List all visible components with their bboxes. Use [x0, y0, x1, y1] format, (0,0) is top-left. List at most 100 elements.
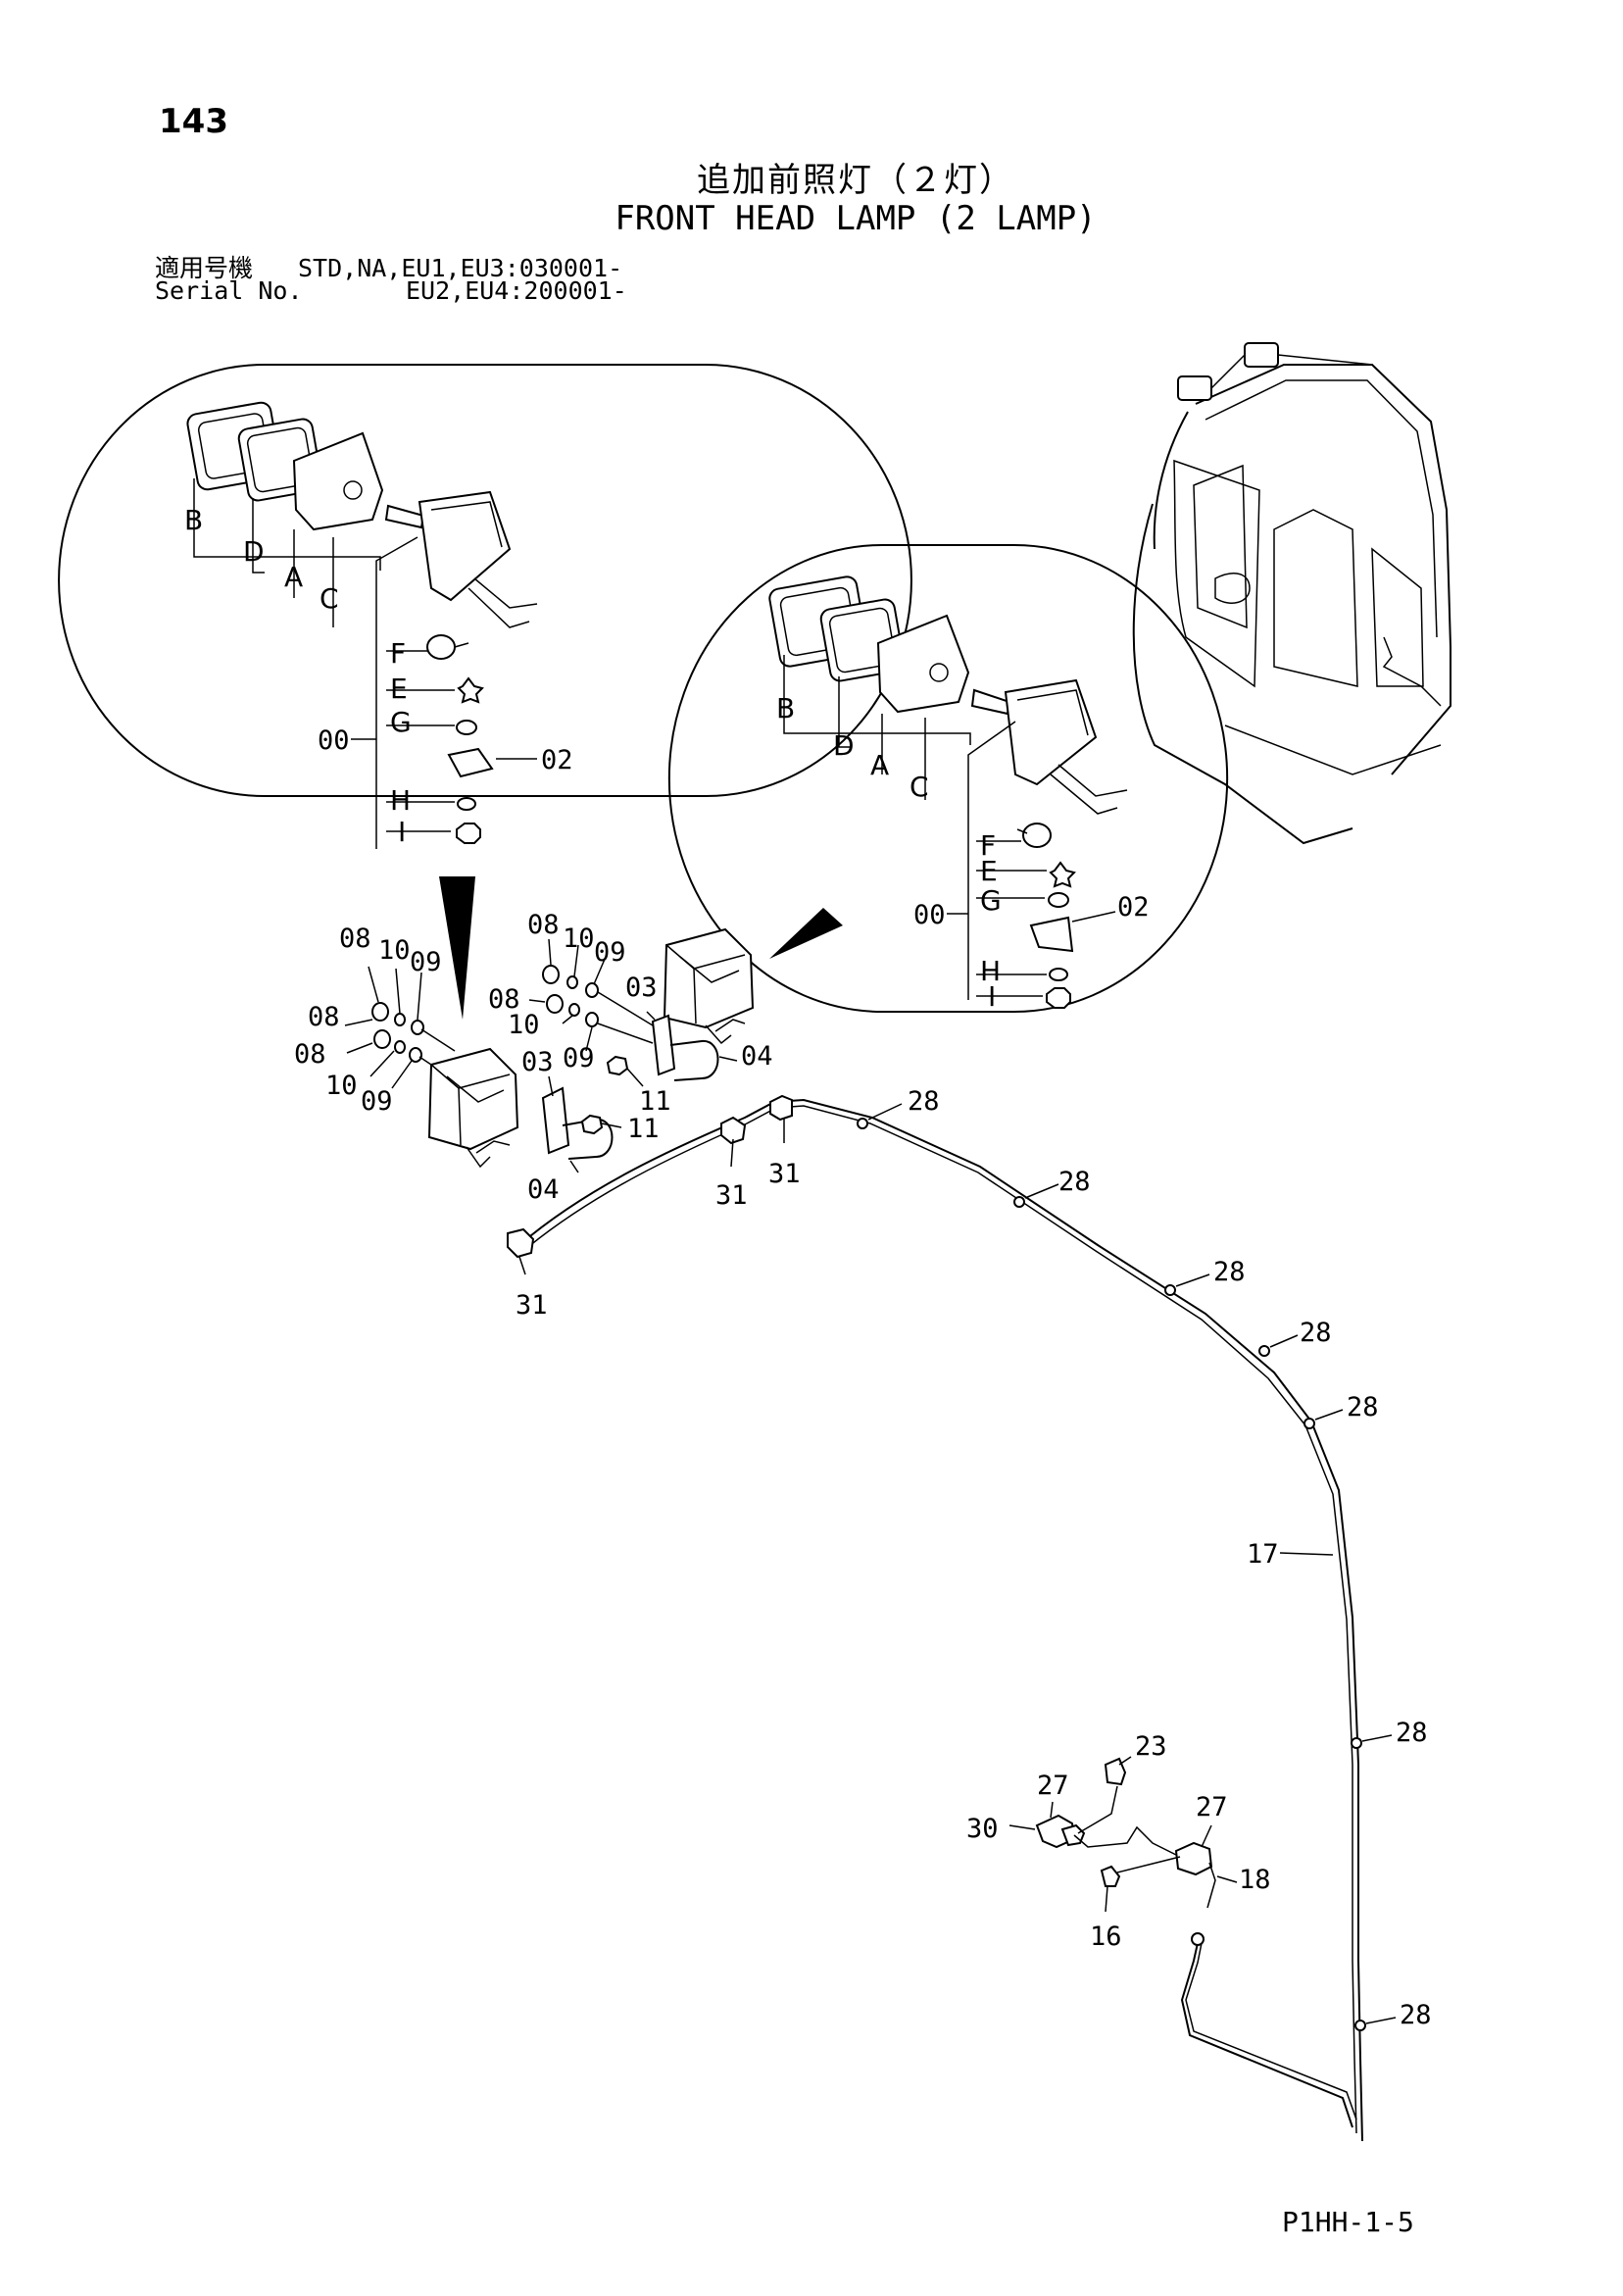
left-washer-10b — [394, 1040, 406, 1054]
right-washer-g — [1048, 892, 1069, 908]
left-callout-03: 03 — [521, 1047, 554, 1077]
right-detail-bubble: B D A C F E G 00 02 H I — [667, 544, 1229, 1013]
callout-30: 30 — [966, 1814, 999, 1844]
right-callout-04: 04 — [741, 1041, 773, 1072]
lead-terminal — [1191, 1932, 1205, 1946]
right-bracket-02 — [1029, 916, 1074, 953]
right-nut-i — [1046, 987, 1071, 1009]
left-bubble-pointer — [439, 876, 475, 1020]
right-nut-08b — [546, 994, 564, 1014]
left-callout-00: 00 — [318, 725, 350, 756]
left-detail-bubble: B D A C F E G 00 02 H I — [58, 364, 912, 1020]
right-washer-09b — [585, 1012, 599, 1027]
callout-18: 18 — [1239, 1865, 1271, 1895]
left-washer-10a — [394, 1013, 406, 1026]
part-30 — [1060, 1823, 1086, 1847]
serial-label-jp: 適用号機 — [155, 254, 254, 282]
left-nut-08a — [371, 1002, 389, 1022]
page-number: 143 — [159, 102, 228, 141]
title-japanese: 追加前照灯（２灯） — [697, 161, 1014, 200]
clamp-28-b — [1013, 1196, 1025, 1208]
right-callout-08a: 08 — [527, 910, 560, 940]
left-callout-I: I — [398, 816, 406, 848]
left-bulb-c — [384, 504, 425, 529]
left-washer-09a — [411, 1020, 424, 1035]
part-23 — [1104, 1757, 1127, 1786]
callout-31-b: 31 — [715, 1180, 748, 1211]
callout-17: 17 — [1247, 1539, 1279, 1570]
clamp-28-a — [857, 1118, 868, 1129]
right-lens-a — [876, 614, 970, 714]
cab-lamp-right — [1244, 342, 1279, 368]
left-nut-i — [456, 823, 481, 844]
page-code: P1HH-1-5 — [1282, 2206, 1414, 2238]
serial-label-en: Serial No. — [155, 276, 303, 305]
left-lockwasher-h — [457, 797, 476, 811]
wire-harness: 31 31 31 28 28 28 28 28 17 28 28 — [507, 1086, 1432, 2142]
left-callout-G: G — [390, 706, 412, 738]
right-lockwasher-h — [1049, 968, 1068, 981]
left-washer-g — [456, 720, 477, 735]
left-callout-B: B — [184, 504, 203, 536]
cab-lamp-left — [1177, 375, 1212, 401]
callout-31-c: 31 — [768, 1159, 801, 1189]
right-callout-10b: 10 — [508, 1010, 540, 1040]
right-callout-00: 00 — [913, 900, 946, 930]
right-washer-10b — [568, 1003, 580, 1017]
left-callout-10a: 10 — [378, 935, 411, 966]
left-bolt-11 — [580, 1114, 604, 1135]
clip-31-c — [769, 1094, 793, 1122]
left-callout-E: E — [390, 673, 408, 705]
left-callout-02: 02 — [541, 745, 573, 775]
serial-line-2: Serial No.EU2,EU4:200001- — [155, 276, 627, 305]
left-bubble-outline — [58, 364, 912, 797]
clamp-28-e — [1303, 1418, 1315, 1429]
left-callout-F: F — [390, 637, 406, 670]
title-english: FRONT HEAD LAMP (2 LAMP) — [615, 199, 1097, 238]
right-callout-D: D — [833, 729, 855, 762]
left-callout-09b: 09 — [361, 1086, 393, 1117]
right-bubble-pointer — [769, 908, 843, 959]
cab-outline — [1132, 342, 1451, 845]
left-callout-04: 04 — [527, 1174, 560, 1205]
right-screw-f — [1022, 823, 1052, 848]
right-callout-08b: 08 — [488, 984, 520, 1015]
right-callout-F: F — [980, 829, 996, 862]
right-callout-H: H — [980, 955, 1001, 987]
right-callout-09b: 09 — [563, 1043, 595, 1073]
right-callout-B: B — [776, 692, 795, 724]
right-bulb-c — [970, 688, 1011, 716]
left-callout-H: H — [390, 784, 411, 817]
right-washer-e — [1049, 861, 1076, 888]
callout-27-left: 27 — [1037, 1771, 1069, 1801]
right-callout-I: I — [988, 980, 996, 1013]
right-callout-A: A — [870, 749, 889, 781]
callout-28-c: 28 — [1213, 1257, 1246, 1287]
clamp-28-g — [1354, 2020, 1366, 2031]
right-callout-09a: 09 — [594, 937, 626, 968]
callout-28-d: 28 — [1300, 1318, 1332, 1348]
right-washer-09a — [585, 982, 599, 998]
right-nut-08a — [542, 965, 560, 984]
left-callout-A: A — [284, 561, 303, 593]
callout-23: 23 — [1135, 1731, 1167, 1762]
left-washer-09b — [409, 1047, 422, 1063]
right-bubble-outline — [667, 544, 1229, 1013]
right-callout-02: 02 — [1117, 892, 1150, 923]
right-bolt-11 — [606, 1055, 629, 1076]
clip-31-a — [507, 1227, 535, 1259]
callout-28-g: 28 — [1400, 2000, 1432, 2030]
right-callout-G: G — [980, 884, 1002, 917]
left-callout-D: D — [243, 535, 265, 568]
right-callout-10a: 10 — [563, 923, 595, 954]
right-callout-E: E — [980, 855, 998, 887]
right-lamp-body — [663, 927, 755, 1029]
left-callout-11: 11 — [627, 1114, 660, 1144]
callout-28-e: 28 — [1347, 1392, 1379, 1423]
clip-31-b — [720, 1116, 747, 1145]
callout-16: 16 — [1090, 1922, 1122, 1952]
left-housing — [418, 490, 512, 602]
switch-subassembly: 23 27 30 27 18 16 — [966, 1731, 1357, 2128]
